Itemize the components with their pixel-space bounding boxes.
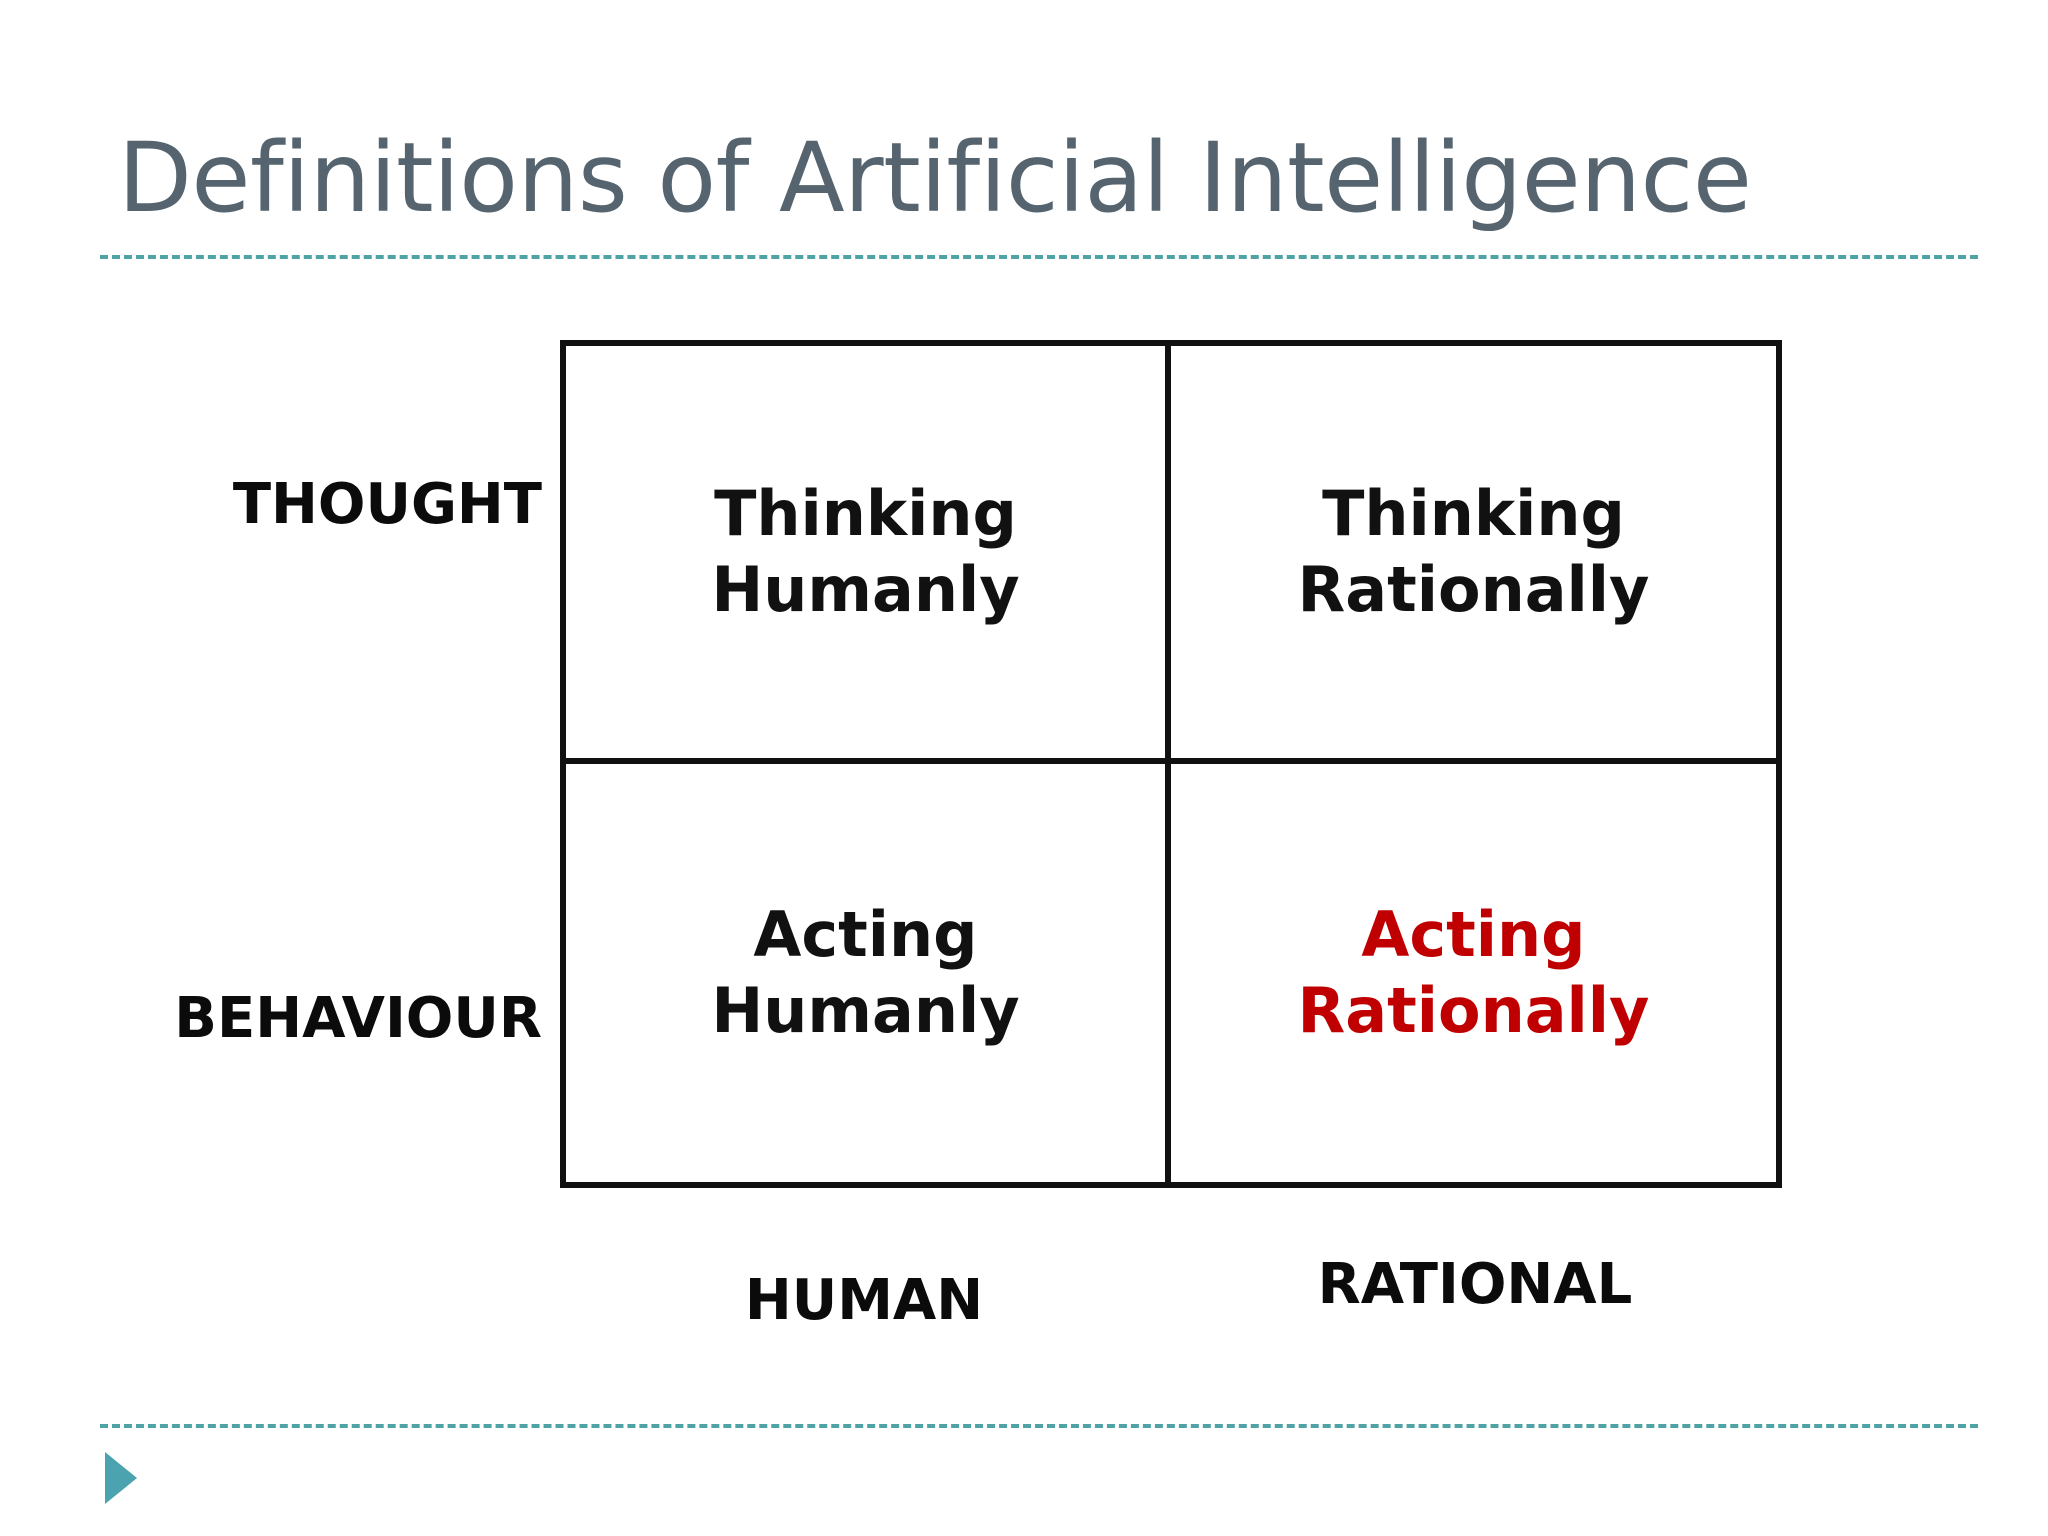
- matrix-cell-line-2: Rationally: [1297, 553, 1650, 626]
- row-label-thought: THOUGHT: [232, 472, 542, 537]
- matrix-cell-line-1: Thinking: [714, 477, 1017, 551]
- matrix-cell-line-1: Thinking: [1322, 477, 1625, 551]
- matrix-cell-acting-rationally: Acting Rationally: [1171, 764, 1776, 1182]
- page-title: Definitions of Artificial Intelligence: [118, 122, 1752, 234]
- definitions-matrix: Thinking Humanly Thinking Rationally Act…: [560, 340, 1782, 1188]
- matrix-cell-acting-humanly: Acting Humanly: [566, 764, 1171, 1182]
- matrix-cell-thinking-humanly: Thinking Humanly: [566, 346, 1171, 764]
- column-label-rational: RATIONAL: [1317, 1252, 1633, 1317]
- footer-divider-rule: [100, 1424, 1978, 1428]
- row-label-behaviour: BEHAVIOUR: [174, 986, 542, 1051]
- matrix-cell-line-1: Acting: [1361, 898, 1586, 972]
- matrix-cell-line-2: Humanly: [711, 553, 1020, 626]
- title-divider-rule: [100, 255, 1978, 259]
- matrix-cell-line-2: Rationally: [1297, 974, 1650, 1047]
- matrix-cell-thinking-rationally: Thinking Rationally: [1171, 346, 1776, 764]
- matrix-cell-line-1: Acting: [753, 898, 978, 972]
- triangle-right-icon: [105, 1452, 137, 1504]
- matrix-cell-line-2: Humanly: [711, 974, 1020, 1047]
- column-label-human: HUMAN: [744, 1268, 984, 1333]
